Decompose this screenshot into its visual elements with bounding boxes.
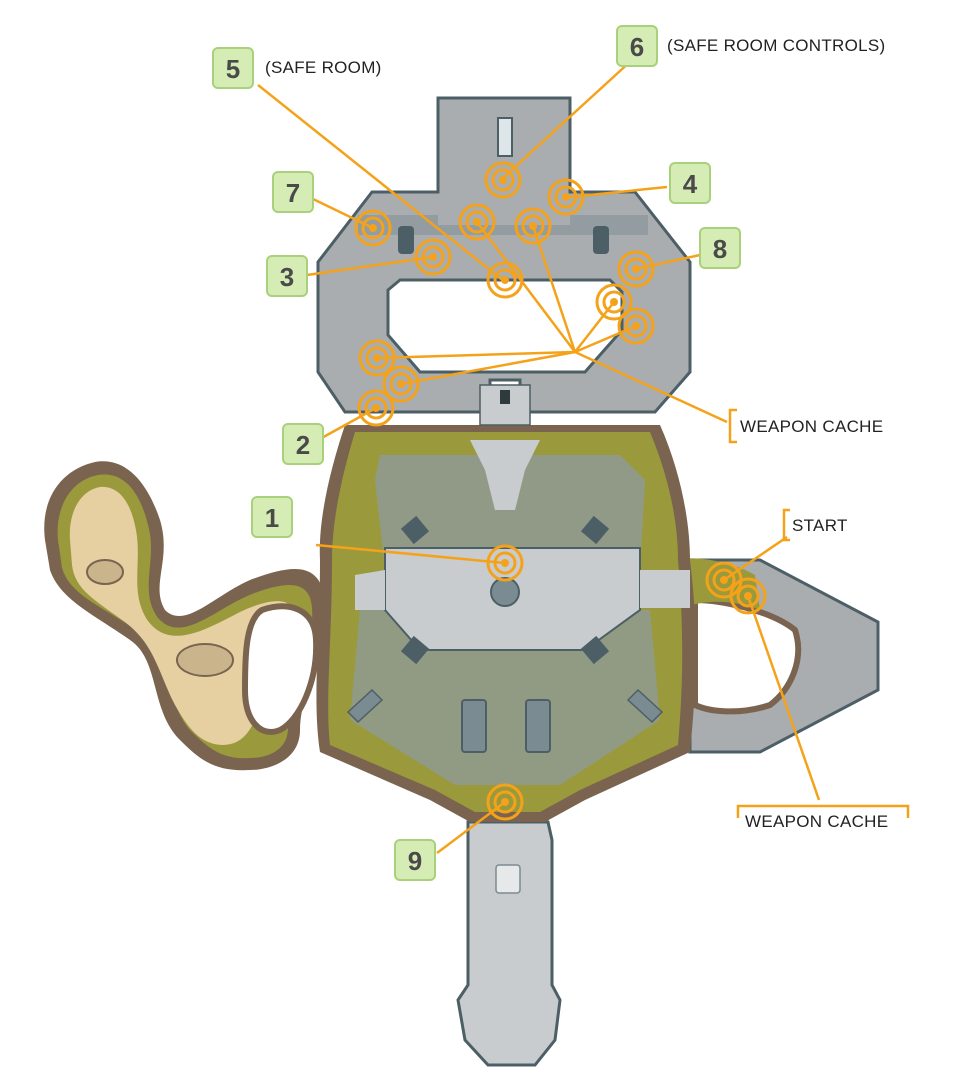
badge-9[interactable]: 9 — [394, 839, 436, 881]
badge-8[interactable]: 8 — [699, 227, 741, 269]
target-ring-4 — [547, 178, 585, 216]
target-rings — [354, 161, 767, 821]
safe-room-label: (SAFE ROOM) — [265, 58, 382, 77]
target-ring-3 — [414, 238, 452, 276]
target-ring-2b — [382, 365, 420, 403]
badge-4-number: 4 — [683, 169, 698, 199]
south-corridor — [456, 820, 562, 1067]
target-ring-1 — [486, 544, 524, 582]
weapon-cache-lower-label: WEAPON CACHE — [745, 812, 888, 831]
courtyard — [316, 425, 696, 822]
safe-room-controls-label: (SAFE ROOM CONTROLS) — [667, 36, 886, 55]
target-ring-8b — [595, 283, 633, 321]
target-ring-7 — [354, 209, 392, 247]
west-island — [44, 461, 326, 771]
badge-5[interactable]: 5 — [212, 47, 254, 89]
callout-brackets — [728, 408, 910, 818]
badge-2[interactable]: 2 — [282, 423, 324, 465]
badge-9-number: 9 — [408, 846, 422, 876]
badge-4[interactable]: 4 — [669, 162, 711, 204]
target-ring-6b — [458, 203, 496, 241]
east-arm — [665, 558, 880, 754]
upper-ring — [316, 96, 692, 426]
badge-3-number: 3 — [280, 262, 294, 292]
badge-1[interactable]: 1 — [251, 496, 293, 538]
badge-7-number: 7 — [286, 178, 300, 208]
target-ring-8c — [617, 307, 655, 345]
start-label: START — [792, 516, 848, 535]
badge-3[interactable]: 3 — [266, 255, 308, 297]
target-ring-2c — [358, 339, 396, 377]
badge-2-number: 2 — [296, 430, 310, 460]
weapon-cache-upper-label: WEAPON CACHE — [740, 417, 883, 436]
target-ring-8 — [617, 250, 655, 288]
target-ring-6c — [514, 207, 552, 245]
target-ring-cache-east — [729, 577, 767, 615]
leader-lines — [257, 59, 821, 854]
badge-1-number: 1 — [265, 503, 279, 533]
target-ring-6 — [484, 161, 522, 199]
badge-8-number: 8 — [713, 234, 727, 264]
target-ring-5 — [486, 261, 524, 299]
badge-7[interactable]: 7 — [272, 171, 314, 213]
badge-5-number: 5 — [226, 54, 240, 84]
target-ring-9 — [486, 783, 524, 821]
badge-6-number: 6 — [630, 32, 644, 62]
badge-6[interactable]: 6 — [616, 25, 658, 67]
target-ring-2a — [357, 389, 395, 427]
